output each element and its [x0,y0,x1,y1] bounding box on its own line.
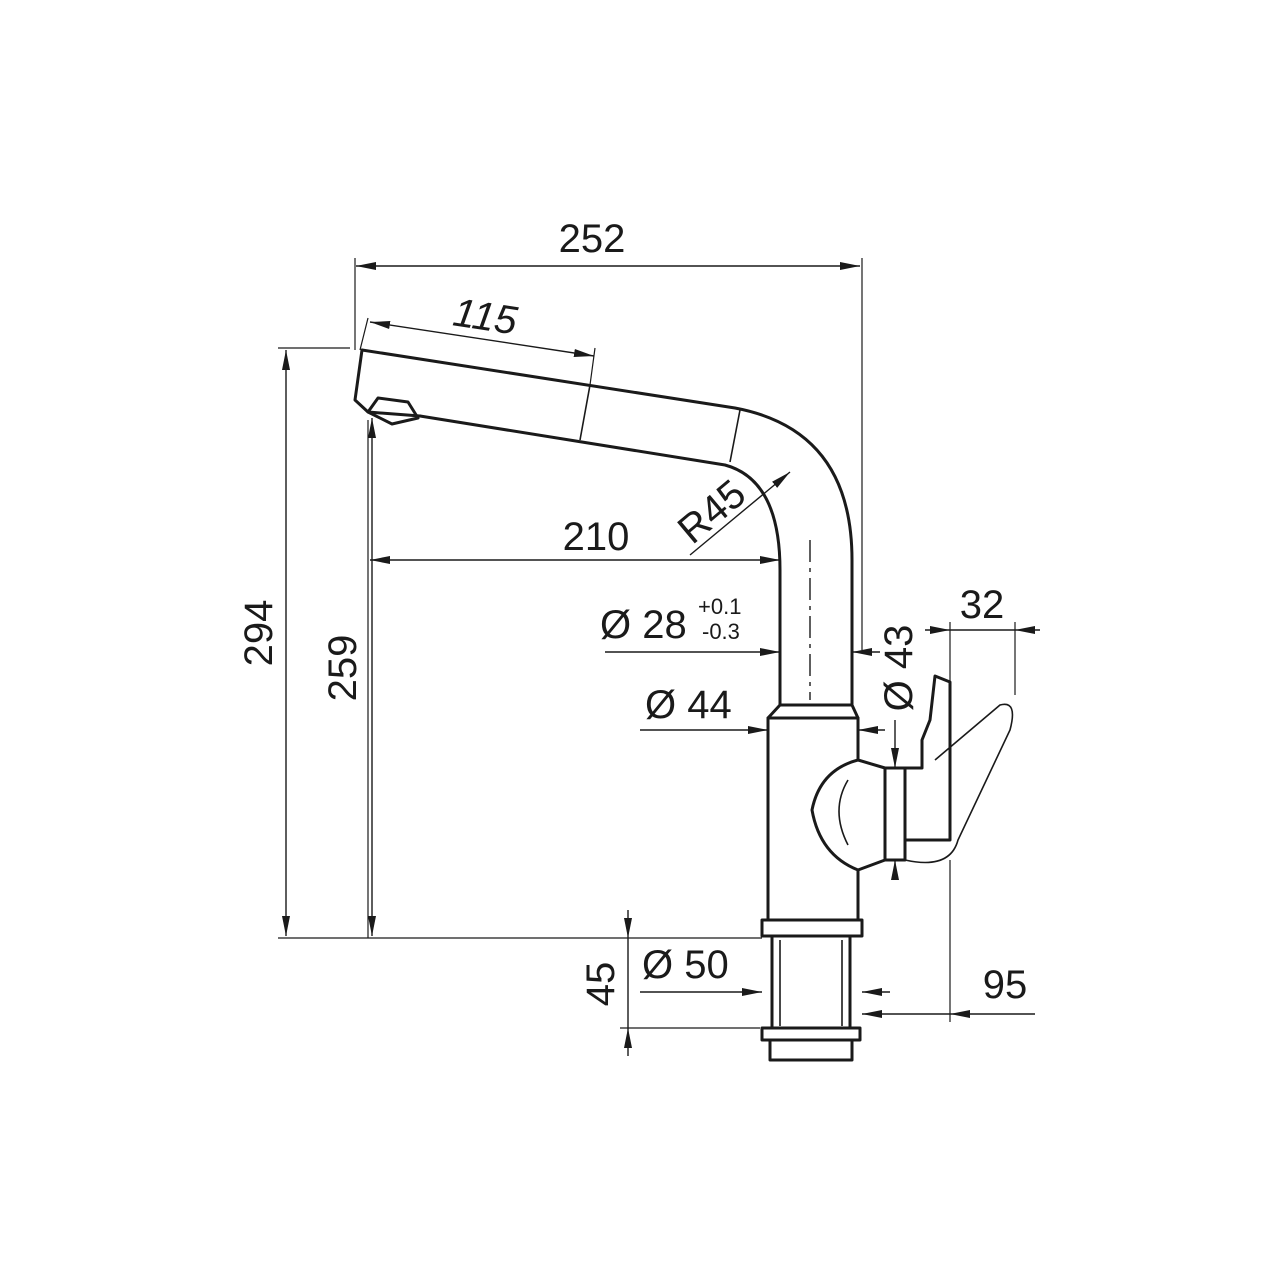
label-handle-diameter: Ø 43 [877,625,921,712]
label-handle-width: 32 [960,583,1005,627]
label-spout-length: 115 [450,291,520,344]
handle-boss-inner [838,779,849,846]
label-base-diameter: Ø 50 [642,943,729,987]
label-spout-height: 259 [321,635,365,702]
label-overall-height: 294 [237,600,281,667]
handle-lever [903,674,952,842]
base-nut [760,1026,862,1042]
dimension-lines [282,262,1040,1056]
pullout-joint [579,384,591,441]
base-thread [768,1038,854,1062]
handle-cartridge [883,766,907,862]
label-overall-width: 252 [559,217,626,261]
label-bend-radius: R45 [670,472,755,553]
handle-lever-alt [904,703,1014,864]
label-handle-clearance: 95 [983,963,1028,1007]
aerator [366,396,420,426]
riser-collar [766,703,860,720]
label-reach: 210 [563,515,630,559]
base-shank [770,934,852,1030]
dimension-labels: 252 115 210 R45 294 259 Ø 28 +0.1 -0.3 Ø… [237,217,1027,1007]
label-body-diameter: Ø 44 [645,683,732,727]
bend-joint [729,409,741,463]
spout-outer-edge [360,348,854,707]
handle-boss [810,758,887,872]
label-spout-tol-lower: -0.3 [702,619,740,644]
base-ring-top [760,918,864,938]
spout-nose [353,348,422,418]
dim-r45-line [689,471,791,556]
label-spout-diameter: Ø 28 [600,603,687,647]
label-spout-tol-upper: +0.1 [698,594,741,619]
dim-115-line [369,321,595,357]
label-base-height: 45 [579,962,623,1007]
